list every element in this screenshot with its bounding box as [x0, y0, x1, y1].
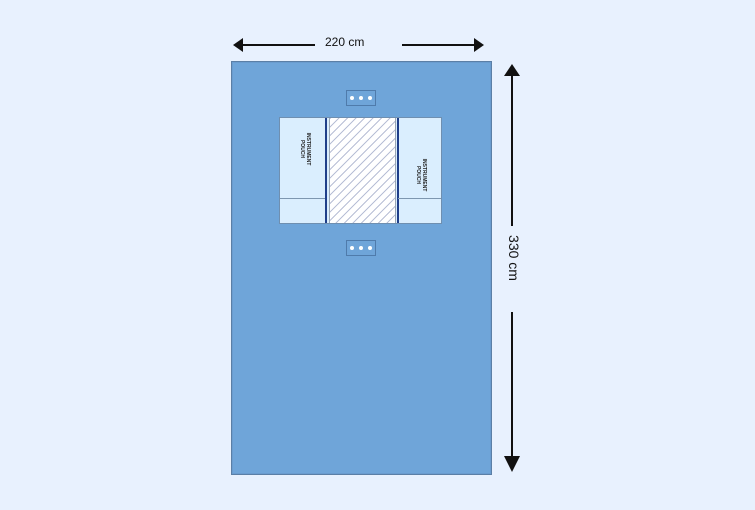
center-fenestration [330, 118, 395, 223]
dot-icon [368, 246, 372, 250]
dot-icon [359, 96, 363, 100]
arrow-left-icon [233, 38, 315, 52]
left-pouch-bottom-line [280, 198, 325, 199]
dot-icon [368, 96, 372, 100]
arrow-down-icon [504, 312, 520, 472]
left-pouch-label: INSTRUMENT POUCH [299, 132, 311, 166]
right-hatch-border [395, 118, 396, 223]
right-pouch-edge [397, 118, 399, 223]
instrument-pouch-panel: INSTRUMENT POUCH INSTRUMENT POUCH [279, 117, 442, 224]
left-hatch-border [329, 118, 330, 223]
hatch-divider [330, 198, 395, 199]
height-label: 330 cm [505, 235, 522, 281]
left-instrument-pouch: INSTRUMENT POUCH [280, 118, 325, 223]
right-instrument-pouch: INSTRUMENT POUCH [399, 118, 441, 223]
bottom-tube-holder [346, 240, 376, 256]
right-pouch-bottom-line [398, 198, 441, 199]
right-pouch-label: INSTRUMENT POUCH [415, 158, 427, 192]
left-pouch-edge [325, 118, 327, 223]
arrow-up-icon [504, 64, 520, 226]
arrow-right-icon [402, 38, 484, 52]
top-tube-holder [346, 90, 376, 106]
dot-icon [359, 246, 363, 250]
width-label: 220 cm [325, 35, 365, 49]
dot-icon [350, 246, 354, 250]
dot-icon [350, 96, 354, 100]
